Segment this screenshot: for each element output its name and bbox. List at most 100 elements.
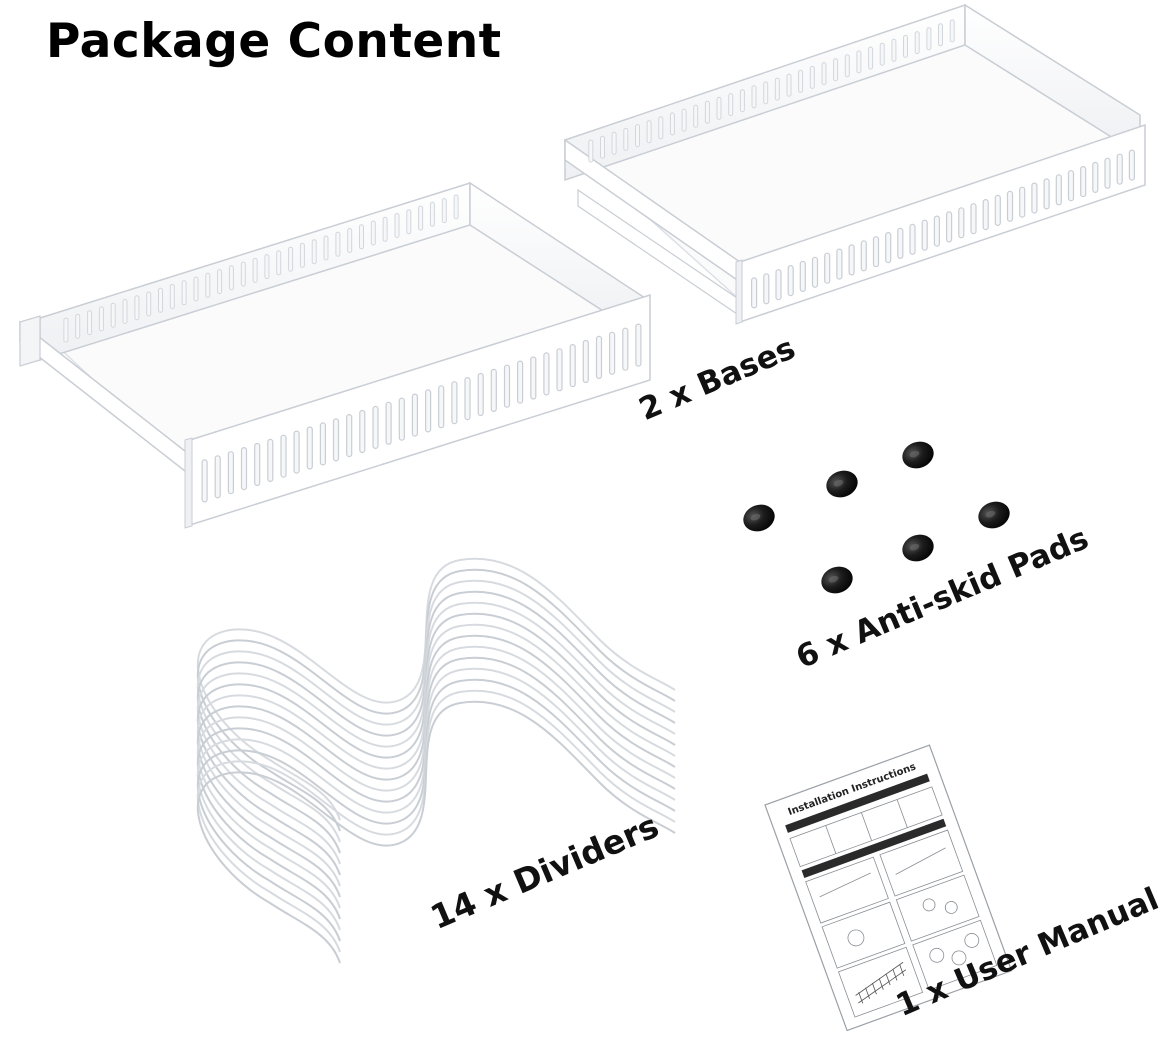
tray-slot (503, 364, 511, 408)
tray-slot (110, 302, 116, 328)
divider-strip (196, 645, 676, 909)
anti-skid-pad (902, 441, 934, 469)
tray-slot (926, 27, 932, 51)
anti-skid-pad (978, 501, 1010, 529)
tray-slot (1104, 157, 1111, 189)
tray-slot (227, 451, 234, 495)
tray-slot (394, 213, 400, 238)
divider-strip (196, 689, 676, 953)
tray-slot (1092, 161, 1099, 193)
tray-slot (1080, 166, 1087, 198)
user-manual-sheet: Installation Instructions (764, 744, 1013, 1032)
tray-slot (299, 242, 305, 268)
tray-slot (530, 356, 537, 400)
tray-slot (774, 77, 780, 101)
tray-slot (1019, 186, 1026, 218)
tray-slot (214, 455, 221, 499)
tray-slot (903, 34, 908, 58)
tray-slot (821, 62, 827, 86)
tray-slot (623, 127, 629, 151)
tray-slot (347, 228, 353, 253)
tray-slot (276, 250, 282, 276)
anti-skid-pad (902, 534, 934, 562)
tray-slot (611, 131, 617, 155)
tray-slot (181, 280, 187, 306)
page-title: Package Content (46, 14, 502, 69)
tray-slot (891, 38, 897, 62)
tray-slot (134, 295, 140, 321)
tray-slot (716, 96, 722, 120)
tray-slot (252, 257, 258, 283)
tray-slot (346, 414, 353, 458)
tray-slot (588, 139, 594, 163)
tray-slot (799, 260, 806, 292)
tray-slot (860, 240, 867, 272)
tray-slot (1055, 174, 1062, 206)
tray-slot (425, 389, 432, 433)
tray-slot (809, 65, 815, 89)
tray-slot (359, 224, 364, 250)
anti-skid-pad (821, 566, 853, 594)
tray-slot (217, 269, 223, 295)
tray-slot (775, 269, 782, 301)
tray-slot (885, 232, 892, 264)
divider-strip (196, 557, 676, 821)
dividers-stack (196, 557, 676, 964)
anti-skid-pads (743, 441, 1010, 594)
tray-slot (441, 198, 447, 224)
divider-strip (196, 634, 676, 898)
tray-slot (635, 124, 640, 148)
tray-slot (267, 438, 274, 482)
tray-slot (319, 422, 326, 466)
tray-slot (438, 385, 445, 429)
tray-slot (1031, 182, 1038, 214)
tray-slot (98, 306, 104, 332)
tray-slot (418, 205, 424, 231)
tray-slot (254, 442, 261, 487)
tray-slot (382, 216, 388, 242)
divider-strip (196, 678, 676, 942)
tray-slot (833, 58, 839, 82)
tray-slot (945, 211, 953, 243)
tray-slot (848, 244, 855, 276)
tray-slot (739, 89, 745, 113)
anti-skid-pad (743, 504, 775, 532)
divider-strip (196, 579, 676, 843)
tray-slot (798, 69, 804, 93)
tray-slot (897, 227, 904, 259)
tray-slot (872, 236, 880, 268)
tray-slot (914, 31, 920, 55)
tray-slot (240, 447, 248, 491)
tray-slot (622, 327, 629, 371)
tray-slot (516, 360, 524, 404)
tray-slot (411, 393, 418, 437)
tray-slot (595, 335, 603, 379)
divider-strip (196, 568, 676, 832)
tray-slot (372, 405, 379, 449)
tray-slot (949, 19, 955, 43)
tray-slot (811, 256, 819, 288)
tray-slot (205, 272, 211, 298)
tray-slot (477, 372, 484, 417)
tray-slot (63, 317, 69, 343)
tray-slot (970, 203, 977, 235)
tray-slot (228, 265, 234, 291)
base-tray-left (19, 181, 651, 529)
divider-strip (196, 590, 676, 854)
tray-slot (359, 409, 366, 454)
tray-slot (453, 194, 459, 220)
tray-slot (582, 339, 589, 384)
tray-slot (87, 310, 93, 336)
tray-slot (868, 46, 874, 70)
divider-strip (196, 612, 676, 876)
tray-slot (280, 434, 287, 478)
tray-slot (751, 85, 757, 109)
tray-slot (681, 108, 687, 132)
tray-slot (240, 261, 246, 287)
tray-slot (370, 220, 376, 246)
tray-slot (635, 323, 642, 367)
tray-slot (1067, 170, 1075, 202)
tray-slot (982, 199, 989, 231)
tray-slot (763, 273, 770, 305)
